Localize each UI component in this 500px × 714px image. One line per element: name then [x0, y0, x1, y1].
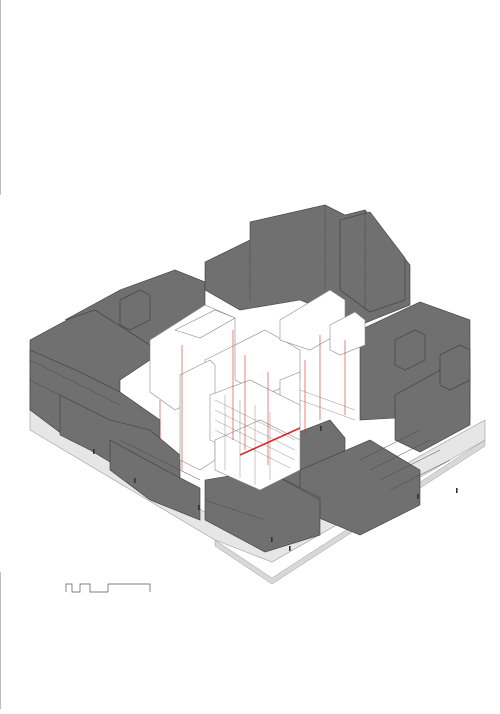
sheet-frame-bottom-left	[0, 572, 1, 709]
sheet-frame-top-left	[0, 0, 1, 195]
courtyard-linework	[214, 389, 356, 485]
block-south-west	[109, 439, 201, 521]
project-volumes	[149, 289, 366, 491]
volume-west-wing	[149, 304, 236, 411]
highlight-lines	[159, 330, 346, 470]
highlight-route	[239, 427, 301, 456]
people-figures	[93, 426, 458, 551]
scale-bar-icon	[65, 583, 151, 593]
